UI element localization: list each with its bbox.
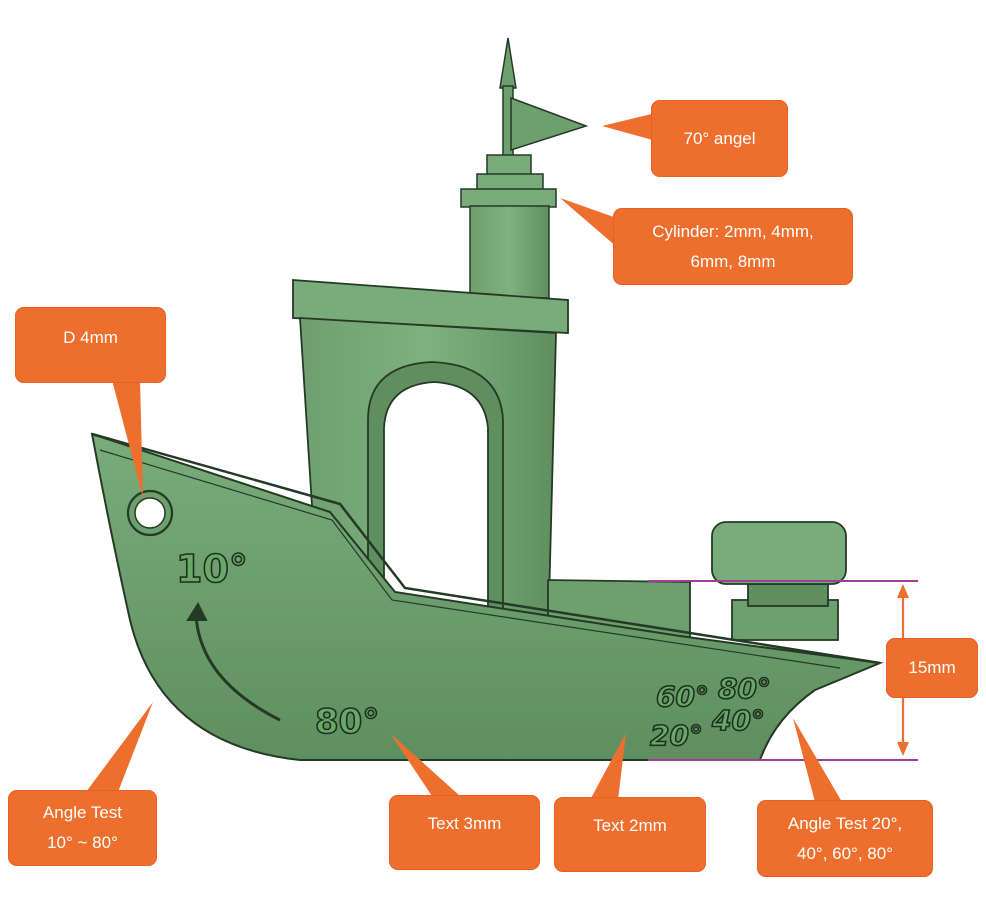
callout-angle-test-stern: Angle Test 20°, 40°, 60°, 80° bbox=[757, 800, 933, 877]
hull-rim bbox=[91, 432, 881, 665]
callout-text-3mm: Text 3mm bbox=[389, 795, 540, 870]
pointer-angle-70 bbox=[602, 112, 660, 142]
cylinder-2mm bbox=[486, 154, 532, 176]
callout-hole: D 4mm bbox=[15, 307, 166, 383]
cylinder-8mm bbox=[469, 205, 550, 299]
callout-angle-70: 70° angel bbox=[651, 100, 788, 177]
callout-angle-test: Angle Test 10° ~ 80° bbox=[8, 790, 157, 866]
callout-text-2mm-label: Text 2mm bbox=[593, 816, 667, 835]
callout-angle-test-stern-label: Angle Test 20°, 40°, 60°, 80° bbox=[787, 813, 903, 863]
cylinder-6mm bbox=[460, 188, 557, 208]
engraved-40: 40° bbox=[711, 704, 765, 737]
pointer-angle-test bbox=[86, 702, 153, 792]
hull bbox=[90, 432, 884, 761]
callout-text-3mm-label: Text 3mm bbox=[427, 814, 502, 833]
callout-cylinder: Cylinder: 2mm, 4mm, 6mm, 8mm bbox=[613, 208, 853, 285]
pointer-text-2mm bbox=[590, 733, 626, 800]
bollard-neck bbox=[747, 583, 829, 607]
cabin-roof bbox=[292, 279, 569, 334]
callout-angle-test-label: Angle Test 10° ~ 80° bbox=[42, 803, 123, 852]
engraved-80-stern: 80° bbox=[718, 672, 771, 705]
pointer-angle-test-stern bbox=[793, 718, 842, 802]
pointer-hole bbox=[112, 380, 143, 498]
mast-spike bbox=[499, 37, 517, 89]
callout-height-label: 15mm bbox=[908, 658, 956, 677]
bow-angle-arrowhead bbox=[186, 601, 208, 621]
chimney bbox=[460, 37, 589, 299]
callout-angle-70-label: 70° angel bbox=[683, 128, 756, 148]
callout-height: 15mm bbox=[886, 638, 978, 698]
callout-pointers bbox=[86, 112, 842, 802]
pointer-cylinder bbox=[560, 198, 628, 248]
cabin-door-opening bbox=[383, 381, 489, 627]
bollard-cap bbox=[711, 521, 847, 585]
flag bbox=[510, 96, 589, 152]
callout-cylinder-label: Cylinder: 2mm, 4mm, 6mm, 8mm bbox=[652, 221, 814, 271]
engraved-20: 20° bbox=[650, 719, 703, 752]
engraved-60: 60° bbox=[656, 680, 709, 713]
stern-bollard bbox=[711, 521, 847, 641]
hull-body bbox=[90, 432, 884, 761]
cylinder-4mm bbox=[476, 173, 544, 191]
callout-text-2mm: Text 2mm bbox=[554, 797, 706, 872]
pointer-text-3mm bbox=[390, 733, 460, 796]
engraved-80: 80° bbox=[315, 702, 379, 742]
callout-hole-label: D 4mm bbox=[63, 328, 118, 347]
hull-rim-inner bbox=[99, 449, 841, 669]
engraved-10: 10° bbox=[176, 547, 248, 591]
hole-4mm-inner bbox=[134, 497, 166, 529]
bow-angle-arrow bbox=[194, 614, 281, 722]
